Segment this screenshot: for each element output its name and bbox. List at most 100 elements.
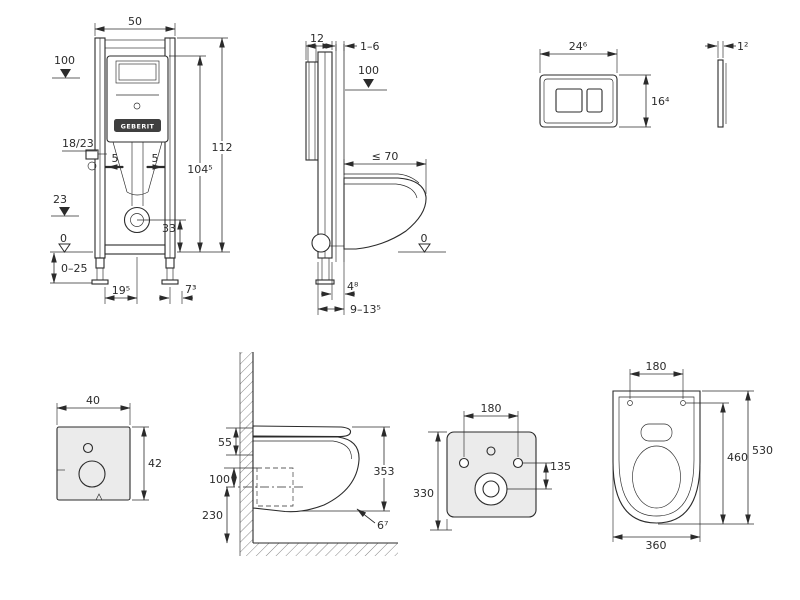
dim-wc-side-55: 55: [218, 427, 253, 456]
wc-top-outline: [612, 390, 701, 524]
dim-plate-height: 16⁴: [619, 74, 670, 128]
frame-left-foot: [91, 279, 109, 285]
dim-wc-side-67: 6⁷: [356, 508, 388, 532]
sound-mat-body: [56, 426, 131, 501]
bolt-adjust-right-label: 5: [152, 152, 159, 165]
dim-wall-thickness: 4⁸: [321, 262, 359, 315]
screed-range-label: 0–25: [61, 262, 88, 275]
wc-side-230-label: 230: [202, 509, 223, 522]
dim-mat-width: 40: [56, 394, 131, 425]
level-mark-filled-2: [59, 207, 70, 216]
wc-top-width-label: 360: [646, 539, 667, 552]
mat-small-hole: [82, 442, 94, 454]
plate-width-label: 24⁶: [569, 40, 588, 53]
dim-wc-bolt-spacing: 180: [463, 402, 519, 457]
dim-bolt-adjust-right: 5: [146, 152, 163, 170]
dim-plate-width: 24⁶: [539, 40, 618, 73]
dim-drain-height: 33: [137, 219, 186, 253]
wc-bolt-spacing-label: 180: [481, 402, 502, 415]
geberit-logo-band: [114, 119, 161, 132]
wc-side-67-label: 6⁷: [377, 519, 388, 532]
actuator-height-label: 100: [54, 54, 75, 67]
wc-top-depth-label: 530: [752, 444, 773, 457]
view-wc-side: 55 100 230 353 6⁷: [202, 352, 398, 556]
wc-inlet-hole: [486, 446, 496, 456]
dim-drain-offset: 19⁵: [104, 257, 138, 304]
level-mark-open-side: [418, 243, 431, 253]
frame-bottom-crossbar: [104, 244, 166, 255]
view-wc-top: 180 460 530 360: [612, 360, 773, 552]
wc-top-hole-right: [680, 400, 686, 406]
plate-thickness-label: 1²: [737, 40, 748, 53]
dim-bowl-depth-max: ≤ 70: [343, 150, 427, 194]
wc-side-100-label: 100: [209, 473, 230, 486]
drain-height-label: 33: [162, 222, 176, 235]
wc-back-height-label: 330: [413, 487, 434, 500]
wc-bolt-to-drain-label: 135: [550, 460, 571, 473]
dim-actuator-height: 100: [52, 54, 80, 79]
dim-cistern-top-height: 104⁵: [169, 55, 215, 253]
wc-top-bolt-spacing-label: 180: [646, 360, 667, 373]
dim-wc-side-100: 100: [209, 467, 257, 488]
wc-bowl-side-outline: [343, 177, 427, 250]
level-mark-filled: [60, 69, 71, 78]
frame-top-crossbar: [104, 39, 166, 49]
floor-zero-reference: 0: [50, 232, 230, 253]
frame-width-label: 50: [128, 15, 142, 28]
wc-top-hole-left: [627, 400, 633, 406]
flush-button-large: [555, 88, 583, 113]
mat-drain-hole: [78, 460, 106, 488]
dim-actuator-height-side: 100: [345, 64, 387, 91]
actuator-height-side-label: 100: [358, 64, 379, 77]
plate-height-label: 16⁴: [651, 95, 670, 108]
dim-wc-bolt-to-drain: 135: [507, 460, 571, 490]
view-flush-plate: 24⁶ 16⁴ 1²: [539, 40, 748, 128]
view-frame-front: GEBERIT 50 100 112: [50, 15, 233, 304]
wc-drain-outer: [474, 472, 508, 506]
wall-finish-range-label: 1–6: [360, 40, 380, 53]
frame-height-label: 112: [212, 141, 233, 154]
frame-foot-side: [315, 279, 335, 285]
wall-hatch: [240, 352, 253, 556]
dim-wc-front-height: 353: [300, 426, 397, 512]
dim-water-level: 23: [51, 193, 79, 217]
dim-frame-height: 112: [177, 37, 233, 253]
wc-top-460-label: 460: [727, 451, 748, 464]
dim-wc-back-height: 330: [413, 431, 452, 531]
view-wc-back: 180 135 330: [413, 402, 571, 531]
wc-bolt-hole-left: [458, 457, 470, 469]
wc-front-height-label: 353: [374, 465, 395, 478]
geberit-logo-text: GEBERIT: [121, 123, 155, 131]
mat-width-label: 40: [86, 394, 100, 407]
wc-top-flush-opening: [640, 423, 673, 442]
zero-level-side-label: 0: [421, 232, 428, 245]
bolt-adjust-left-label: 5: [112, 152, 119, 165]
water-level-label: 23: [53, 193, 67, 206]
view-frame-side: 12 1–6 100 ≤ 70 0 4⁸: [305, 32, 446, 316]
cistern-top-height-label: 104⁵: [187, 163, 212, 176]
dim-frame-to-wall-range: 9–13⁵: [317, 262, 381, 316]
dim-supply-height: 18/23: [62, 137, 97, 152]
rail-offset-label: 7³: [185, 283, 196, 296]
floor-hatch: [253, 543, 398, 556]
wall-thickness-label: 4⁸: [347, 280, 359, 293]
dim-wall-finish-range: 1–6: [325, 40, 380, 53]
mat-height-label: 42: [148, 457, 162, 470]
cistern-side: [305, 61, 319, 161]
level-mark-open: [58, 243, 71, 253]
wc-side-55-label: 55: [218, 436, 232, 449]
dim-rail-offset: 7³: [159, 283, 196, 304]
bowl-depth-max-label: ≤ 70: [372, 150, 399, 163]
dim-floor-screed-range: 0–25: [50, 252, 92, 284]
dim-frame-width: 50: [94, 15, 176, 36]
dim-mat-height: 42: [132, 426, 162, 501]
supply-height-label: 18/23: [62, 137, 94, 150]
frame-to-wall-range-label: 9–13⁵: [350, 303, 381, 316]
fill-valve: [307, 44, 317, 63]
frame-right-foot: [161, 279, 179, 285]
dim-wc-top-bolt-spacing: 180: [629, 360, 684, 399]
wc-bowl-side: [252, 436, 360, 513]
floor-zero-reference-side: 0: [418, 232, 431, 253]
frame-depth-label: 12: [310, 32, 324, 45]
